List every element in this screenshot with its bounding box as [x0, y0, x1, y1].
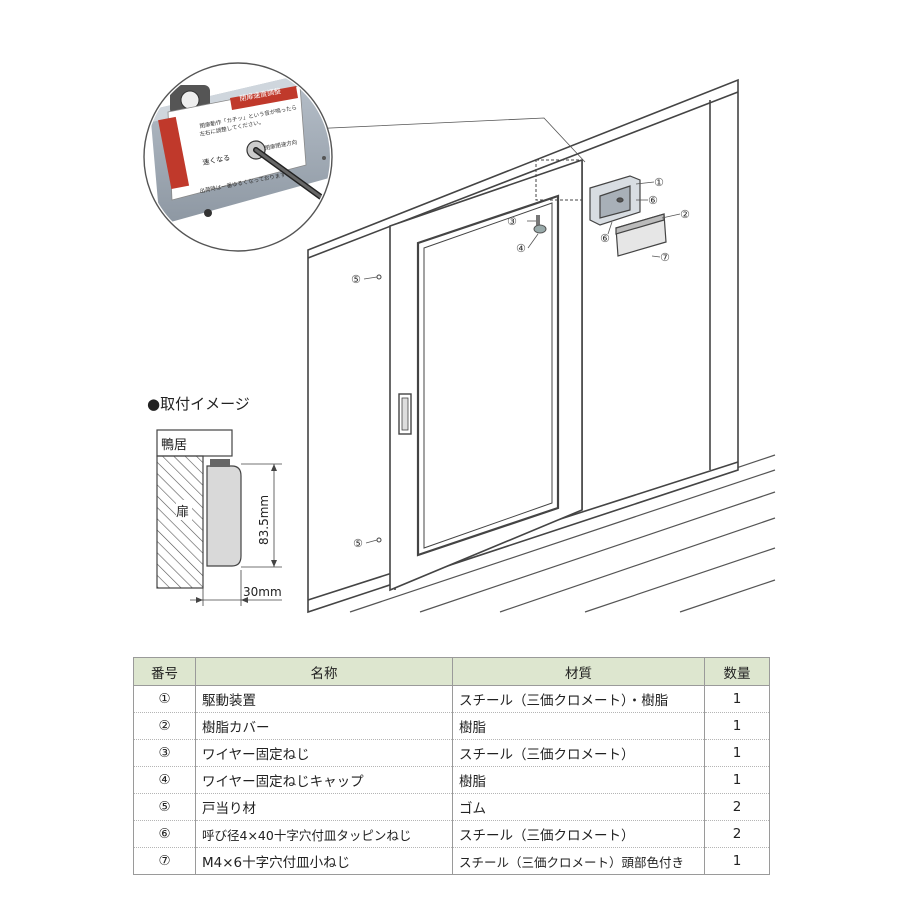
row-name: ワイヤー固定ねじキャップ — [195, 766, 453, 794]
callout-6a: ⑥ — [648, 194, 658, 207]
callout-3: ③ — [507, 215, 517, 228]
callout-6b: ⑥ — [600, 232, 610, 245]
callout-1: ① — [654, 176, 664, 189]
row-number: ⑥ — [133, 820, 196, 848]
callout-labels: ① ⑥ ② ⑥ ⑦ ③ ④ ⑤ ⑤ — [351, 176, 690, 550]
section-label: ●取付イメージ — [147, 395, 250, 413]
row-name: 戸当り材 — [195, 793, 453, 821]
closeup-inset: 閉扉速度調整 閉扉動作「カチッ」という音が鳴ったら 左右に調整してください。 速… — [143, 62, 333, 252]
lintel-label: 鴨居 — [161, 438, 187, 453]
row-number: ② — [133, 712, 196, 740]
dimension-width: 30mm — [243, 585, 282, 599]
row-material: 樹脂 — [452, 766, 705, 794]
header-material: 材質 — [452, 657, 705, 686]
row-number: ⑦ — [133, 847, 196, 875]
table-row: ⑥ 呼び径4×40十字穴付皿タッピンねじ スチール（三価クロメート） 2 — [133, 820, 770, 848]
row-quantity: 2 — [704, 820, 770, 848]
row-material: スチール（三価クロメート）頭部色付き — [452, 847, 705, 875]
dimension-height: 83.5mm — [257, 495, 271, 545]
header-number: 番号 — [133, 657, 196, 686]
callout-leaders — [287, 117, 681, 544]
header-name: 名称 — [195, 657, 453, 686]
table-row: ④ ワイヤー固定ねじキャップ 樹脂 1 — [133, 766, 770, 794]
callout-4: ④ — [516, 242, 526, 255]
row-number: ① — [133, 685, 196, 713]
mounting-detail: ●取付イメージ 鴨居 扉 83.5mm 30mm — [147, 395, 282, 606]
row-quantity: 1 — [704, 847, 770, 875]
installation-illustration: ① ⑥ ② ⑥ ⑦ ③ ④ ⑤ ⑤ 閉扉速度調整 閉扉動作「カチッ」という音が鳴… — [143, 62, 776, 614]
header-quantity: 数量 — [704, 657, 770, 686]
row-quantity: 1 — [704, 712, 770, 740]
row-quantity: 1 — [704, 766, 770, 794]
drive-unit-parts — [589, 175, 667, 257]
row-material: スチール（三価クロメート）・樹脂 — [452, 685, 705, 713]
row-name: 呼び径4×40十字穴付皿タッピンねじ — [195, 820, 453, 848]
row-material: スチール（三価クロメート） — [452, 820, 705, 848]
table-row: ⑦ M4×6十字穴付皿小ねじ スチール（三価クロメート）頭部色付き 1 — [133, 847, 770, 875]
callout-5b: ⑤ — [353, 537, 363, 550]
callout-5a: ⑤ — [351, 273, 361, 286]
row-name: 樹脂カバー — [195, 712, 453, 740]
row-material: ゴム — [452, 793, 705, 821]
table-header-row: 番号 名称 材質 数量 — [133, 657, 770, 686]
table-row: ② 樹脂カバー 樹脂 1 — [133, 712, 770, 740]
row-number: ④ — [133, 766, 196, 794]
row-number: ⑤ — [133, 793, 196, 821]
table-row: ③ ワイヤー固定ねじ スチール（三価クロメート） 1 — [133, 739, 770, 767]
sliding-door — [389, 158, 583, 592]
row-name: ワイヤー固定ねじ — [195, 739, 453, 767]
row-quantity: 1 — [704, 739, 770, 767]
callout-7: ⑦ — [660, 251, 670, 264]
row-name: 駆動装置 — [195, 685, 453, 713]
row-quantity: 1 — [704, 685, 770, 713]
parts-table: 番号 名称 材質 数量 ① 駆動装置 スチール（三価クロメート）・樹脂 1 ② … — [133, 657, 770, 875]
row-material: スチール（三価クロメート） — [452, 739, 705, 767]
door-label: 扉 — [176, 504, 189, 520]
callout-2: ② — [680, 208, 690, 221]
row-quantity: 2 — [704, 793, 770, 821]
table-row: ⑤ 戸当り材 ゴム 2 — [133, 793, 770, 821]
row-material: 樹脂 — [452, 712, 705, 740]
row-name: M4×6十字穴付皿小ねじ — [195, 847, 453, 875]
row-number: ③ — [133, 739, 196, 767]
table-row: ① 駆動装置 スチール（三価クロメート）・樹脂 1 — [133, 685, 770, 713]
